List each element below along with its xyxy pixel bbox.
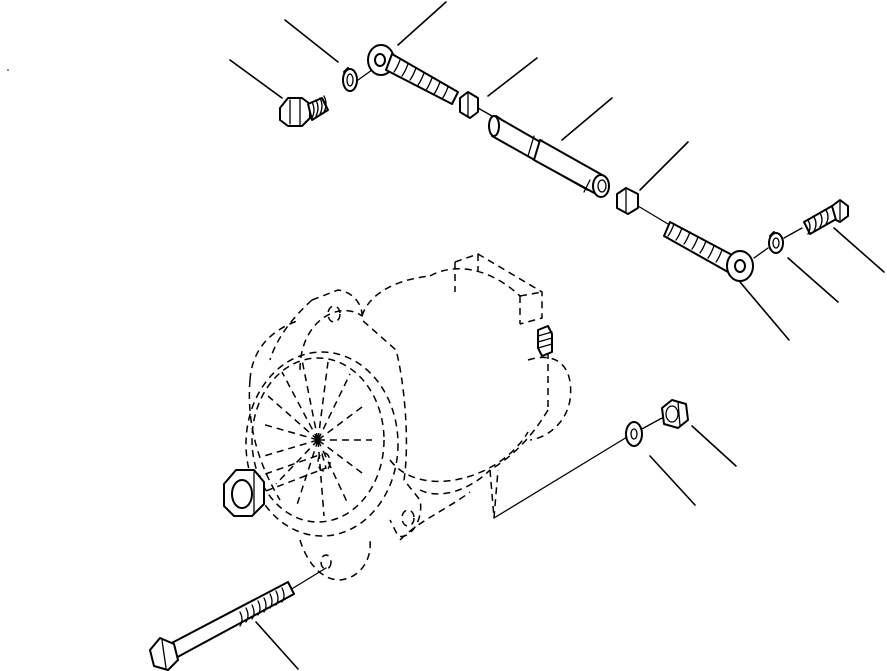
hex-bolt-icon xyxy=(279,95,329,127)
lock-washer-icon xyxy=(342,67,358,92)
assembly-axis xyxy=(477,107,493,117)
leader-line xyxy=(649,455,696,506)
leader-line xyxy=(691,425,737,467)
hex-bolt-icon xyxy=(803,199,849,235)
assembly-axis xyxy=(639,417,663,431)
leader-lines xyxy=(229,1,885,670)
terminal-stud-icon xyxy=(537,325,553,357)
hex-nut-icon xyxy=(459,91,479,119)
flat-washer-icon xyxy=(625,421,643,447)
stray-dot xyxy=(7,69,9,71)
leader-line xyxy=(639,141,689,191)
assembly-axis xyxy=(753,247,769,259)
eye-rod-end-icon xyxy=(367,44,459,105)
leader-line xyxy=(739,281,790,341)
hex-nut-icon xyxy=(223,469,265,517)
sleeve-icon xyxy=(488,115,610,198)
leader-line xyxy=(255,621,299,670)
leader-line xyxy=(787,257,839,303)
fan-blades xyxy=(261,359,372,517)
alternator-icon xyxy=(223,253,572,581)
assembly-axis xyxy=(357,69,373,81)
leader-line xyxy=(487,57,538,97)
leader-line xyxy=(397,1,447,46)
leader-line xyxy=(284,19,339,63)
leader-line xyxy=(833,227,885,273)
leader-line xyxy=(561,97,613,141)
lock-washer-icon xyxy=(768,231,784,254)
assembly-axis xyxy=(783,227,803,239)
hex-nut-icon xyxy=(661,399,689,429)
assembly-axis xyxy=(637,205,669,225)
assembly-axis xyxy=(493,433,633,519)
eye-rod-end-icon xyxy=(663,221,754,282)
long-bolt-icon xyxy=(149,567,327,671)
leader-line xyxy=(229,59,283,99)
hex-nut-icon xyxy=(616,187,639,215)
